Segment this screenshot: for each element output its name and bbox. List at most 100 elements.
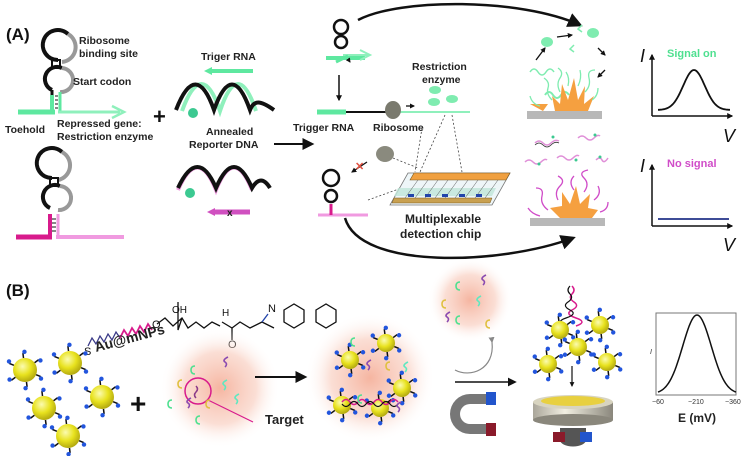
dpv-x-tick-2: −360: [725, 399, 741, 406]
nanoparticles-left: [6, 342, 121, 456]
nanoparticle: [591, 344, 623, 380]
no-signal-x-axis: V: [723, 235, 737, 255]
ribosome-binding-site-label-2: binding site: [79, 48, 138, 60]
dna-fragment: [222, 379, 228, 391]
magnetic-electrode: [533, 395, 613, 447]
no-signal-y-axis: I: [640, 156, 645, 176]
nanoparticle: [334, 342, 366, 378]
chip-label-2: detection chip: [400, 227, 481, 241]
dpv-chart: [655, 312, 737, 396]
dna-fragment: [455, 281, 461, 291]
nanoparticle: [25, 387, 63, 429]
dpv-x-tick-1: −210: [688, 399, 704, 406]
chem-amide-h: H: [222, 308, 229, 319]
dpv-x-label: E (mV): [678, 411, 716, 425]
curved-arrow-top: [357, 2, 583, 27]
dna-fragment: [385, 361, 391, 371]
dna-fragment: [195, 415, 201, 425]
mixed-glow: [305, 313, 435, 443]
signal-on-graph: [649, 53, 734, 119]
dna-fragment: [455, 315, 461, 325]
ribosome-binding-site-label-1: Ribosome: [79, 35, 130, 47]
restriction-enzyme-label-2: enzyme: [422, 74, 461, 86]
electrode-no-signal: [524, 133, 609, 226]
electrode-signal-on: [527, 24, 606, 119]
nanoparticle: [51, 342, 89, 384]
dna-fragment: [476, 295, 482, 307]
triger-rna-label: Triger RNA: [201, 51, 256, 63]
nanoparticle: [386, 370, 418, 406]
repressed-gene-label-1: Repressed gene:: [57, 118, 142, 130]
no-signal-graph: [649, 163, 734, 229]
dna-fragments-mixed: [350, 337, 409, 413]
dpv-x-tick-0: −60: [652, 399, 664, 406]
nanoparticle: [326, 387, 358, 423]
start-codon-label: Start codon: [73, 76, 131, 88]
dna-fragment: [445, 311, 451, 323]
dna-fragment: [205, 399, 211, 409]
dna-fragment: [485, 319, 491, 329]
nanoparticle: [49, 415, 87, 456]
annealed-dna-pink: [176, 165, 272, 216]
dna-fragment: [403, 361, 409, 373]
nanoparticles-mixed: [326, 325, 418, 426]
trigger-ribosome-strand: [317, 101, 470, 119]
magnet-icon: [450, 392, 496, 436]
plus-sign-a: +: [153, 104, 166, 129]
chip-label-1: Multiplexable: [405, 212, 481, 226]
activated-switch: [326, 18, 373, 64]
toehold-label: Toehold: [5, 124, 45, 136]
dna-fragments-supernatant: [441, 274, 491, 329]
ribosome-blocked: [376, 146, 394, 162]
dpv-curve: [657, 314, 737, 393]
au-mnps-label: Au@mNPs: [93, 321, 167, 355]
panel-a-label: (A): [6, 25, 30, 44]
dna-fragment: [223, 356, 229, 368]
dna-fragment: [350, 337, 356, 347]
chem-hydroxyl: OH: [172, 305, 187, 316]
repressed-switch: [318, 168, 368, 217]
panel-b-label: (B): [6, 281, 30, 300]
detection-chip: [389, 172, 511, 206]
nanoparticle: [83, 376, 121, 418]
nanoparticle: [562, 329, 594, 365]
dna-fragment: [441, 299, 447, 309]
toehold-switch-green: [18, 28, 127, 120]
trigger-rna-label: Trigger RNA: [293, 122, 355, 134]
dna-fragment: [396, 401, 402, 413]
dpv-y-label: I: [650, 349, 652, 356]
nanoparticle: [6, 349, 44, 391]
signal-on-y-axis: I: [640, 46, 645, 66]
curved-arrow-bottom: [343, 217, 576, 260]
blocked-x-icon: ✕: [355, 161, 364, 173]
repressed-gene-label-2: Restriction enzyme: [57, 131, 153, 143]
nanoparticle: [584, 307, 616, 343]
trigger-rna-strand: [204, 67, 253, 75]
signal-on-x-axis: V: [723, 126, 737, 146]
annealed-label-1: Annealed: [206, 126, 253, 138]
dna-fragment: [366, 359, 372, 371]
dna-fragment: [177, 379, 183, 389]
nanoparticles-captured: [532, 307, 623, 382]
nanoparticle: [370, 325, 402, 361]
target-label: Target: [265, 412, 304, 427]
sample-glow: [160, 328, 280, 448]
nanoparticle: [544, 312, 576, 348]
annealed-label-2: Reporter DNA: [189, 139, 259, 151]
chem-sulfur: S: [84, 346, 91, 358]
blocked-arrow: [351, 161, 368, 173]
supernatant-glow: [428, 258, 512, 342]
chem-oxygen: O: [152, 319, 161, 331]
dna-fragment: [167, 399, 173, 409]
chem-amine-n: N: [268, 303, 276, 315]
nanoparticle: [532, 346, 564, 382]
restriction-enzymes: [428, 86, 458, 106]
dna-fragment: [190, 365, 196, 375]
dna-fragment: [234, 393, 240, 405]
ribosome-label: Ribosome: [373, 122, 424, 134]
dna-fragment: [186, 397, 192, 409]
signal-on-title: Signal on: [667, 48, 717, 60]
dna-fragment: [357, 394, 363, 404]
annealed-dna-green: [174, 82, 276, 118]
